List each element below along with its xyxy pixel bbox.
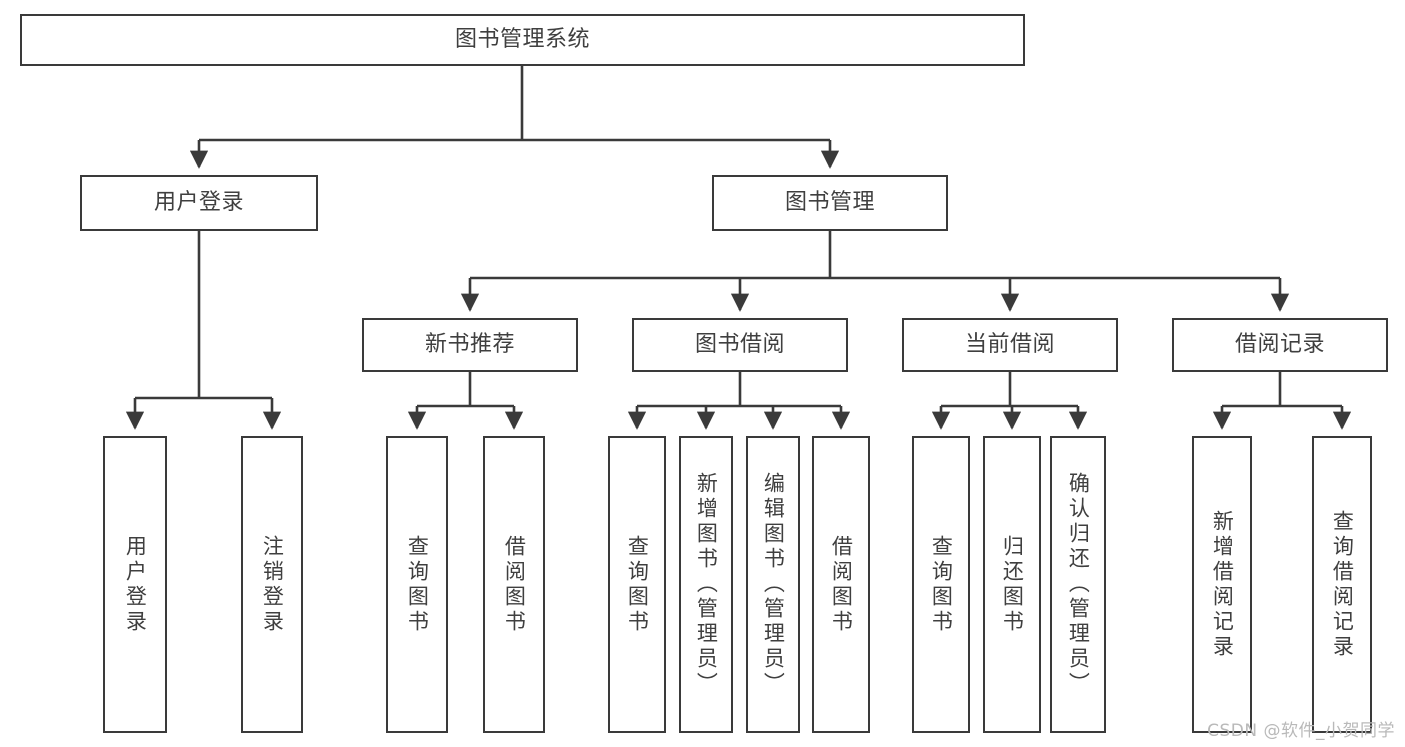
- node-leaf-borrow-book-1-label: 借阅图书: [502, 534, 527, 635]
- node-leaf-query-book-2[interactable]: 查询图书: [608, 436, 666, 733]
- node-user-login-label: 用户登录: [153, 190, 244, 216]
- node-leaf-borrow-book-2-label: 借阅图书: [829, 534, 854, 635]
- node-user-login[interactable]: 用户登录: [80, 175, 318, 231]
- node-leaf-confirm-return[interactable]: 确认归还（管理员）: [1050, 436, 1106, 733]
- node-leaf-edit-book[interactable]: 编辑图书（管理员）: [746, 436, 800, 733]
- node-leaf-borrow-book-2[interactable]: 借阅图书: [812, 436, 870, 733]
- node-leaf-query-book-3[interactable]: 查询图书: [912, 436, 970, 733]
- node-leaf-add-book[interactable]: 新增图书（管理员）: [679, 436, 733, 733]
- node-root-label: 图书管理系统: [454, 27, 590, 53]
- node-new-book-recommend[interactable]: 新书推荐: [362, 318, 578, 372]
- node-book-borrow-label: 图书借阅: [694, 332, 785, 358]
- node-leaf-add-record[interactable]: 新增借阅记录: [1192, 436, 1252, 733]
- node-leaf-logout[interactable]: 注销登录: [241, 436, 303, 733]
- node-new-book-recommend-label: 新书推荐: [424, 332, 515, 358]
- node-leaf-query-book-1[interactable]: 查询图书: [386, 436, 448, 733]
- node-book-manage[interactable]: 图书管理: [712, 175, 948, 231]
- node-leaf-query-book-2-label: 查询图书: [625, 534, 650, 635]
- node-leaf-query-record-label: 查询借阅记录: [1330, 509, 1355, 660]
- node-leaf-edit-book-label: 编辑图书（管理员）: [761, 472, 786, 697]
- node-book-manage-label: 图书管理: [784, 190, 875, 216]
- node-leaf-user-login-label: 用户登录: [123, 534, 148, 635]
- csdn-watermark: CSDN @软件_小贺同学: [1207, 721, 1395, 741]
- node-leaf-return-book-label: 归还图书: [1000, 534, 1025, 635]
- node-root[interactable]: 图书管理系统: [20, 14, 1025, 66]
- node-current-borrow-label: 当前借阅: [964, 332, 1055, 358]
- node-leaf-query-book-1-label: 查询图书: [405, 534, 430, 635]
- node-leaf-add-book-label: 新增图书（管理员）: [694, 472, 719, 697]
- node-book-borrow[interactable]: 图书借阅: [632, 318, 848, 372]
- node-current-borrow[interactable]: 当前借阅: [902, 318, 1118, 372]
- node-borrow-record-label: 借阅记录: [1234, 332, 1325, 358]
- node-leaf-logout-label: 注销登录: [260, 534, 285, 635]
- node-leaf-borrow-book-1[interactable]: 借阅图书: [483, 436, 545, 733]
- node-leaf-return-book[interactable]: 归还图书: [983, 436, 1041, 733]
- node-leaf-query-book-3-label: 查询图书: [929, 534, 954, 635]
- node-leaf-confirm-return-label: 确认归还（管理员）: [1066, 472, 1091, 697]
- node-leaf-user-login[interactable]: 用户登录: [103, 436, 167, 733]
- node-borrow-record[interactable]: 借阅记录: [1172, 318, 1388, 372]
- node-leaf-query-record[interactable]: 查询借阅记录: [1312, 436, 1372, 733]
- node-leaf-add-record-label: 新增借阅记录: [1210, 509, 1235, 660]
